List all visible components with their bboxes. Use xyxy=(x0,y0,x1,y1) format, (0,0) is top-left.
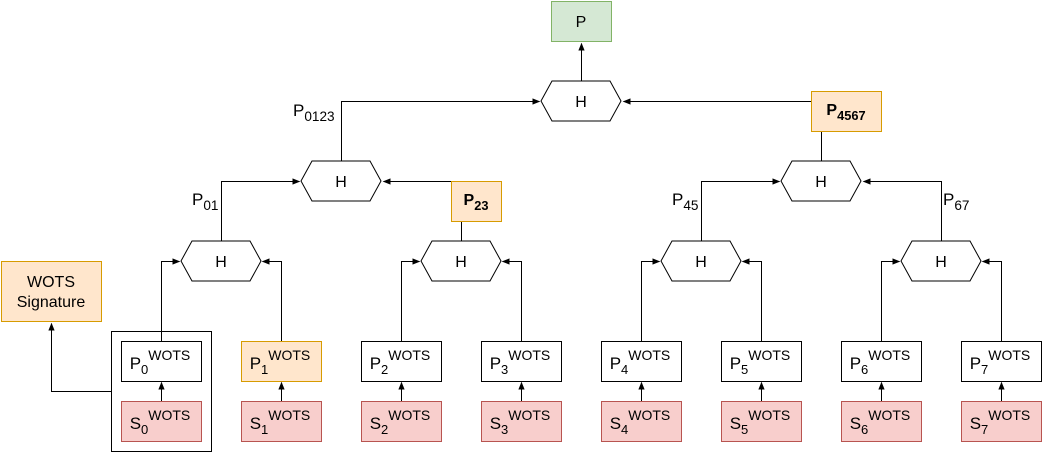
secret-key-box xyxy=(361,401,442,442)
public-key-label: P1WOTS xyxy=(250,347,311,377)
hash-node-level1 xyxy=(420,240,502,282)
secret-key-box xyxy=(241,401,322,442)
intermediate-label: P67 xyxy=(943,190,969,213)
root-node-box xyxy=(551,1,612,42)
hash-node-level3 xyxy=(540,80,622,122)
hash-label: H xyxy=(815,174,827,191)
public-key-label: P3WOTS xyxy=(490,347,551,377)
secret-key-label: S4WOTS xyxy=(610,407,671,437)
secret-key-label: S0WOTS xyxy=(130,407,191,437)
leaf-to-hash-arrow xyxy=(641,258,661,342)
hash-node-level1 xyxy=(660,240,742,282)
hash-node-level1 xyxy=(900,240,982,282)
leaf-to-hash-arrow xyxy=(501,258,522,342)
wots-signature-box xyxy=(1,261,102,322)
public-key-label: P2WOTS xyxy=(370,347,431,377)
secret-key-label: S3WOTS xyxy=(490,407,551,437)
tree-labels: P0WOTS P1WOTS P2WOTS P3WOTS P4WOTS P5WOTS P6WO… xyxy=(17,14,1031,437)
auth-path-box-p23 xyxy=(451,181,502,222)
leaf-to-hash-arrow xyxy=(261,258,282,342)
hash-label: H xyxy=(935,254,947,271)
public-key-box xyxy=(601,341,682,382)
public-key-label: P0WOTS xyxy=(130,347,191,377)
hash-node-level1 xyxy=(180,240,262,282)
hash-label: H xyxy=(695,254,707,271)
public-key-box xyxy=(121,341,202,382)
public-key-box xyxy=(841,341,922,382)
secret-key-box xyxy=(481,401,562,442)
public-key-box xyxy=(361,341,442,382)
intermediate-label: P0123 xyxy=(293,101,335,124)
public-key-label: P5WOTS xyxy=(730,347,791,377)
public-key-box xyxy=(241,341,322,382)
intermediate-label: P01 xyxy=(192,190,218,213)
public-key-label: P7WOTS xyxy=(970,347,1031,377)
hash-to-hash-arrow xyxy=(701,178,781,242)
hash-to-hash-arrow xyxy=(341,98,541,162)
public-key-label: P4WOTS xyxy=(610,347,671,377)
hash-node-level2 xyxy=(780,160,862,202)
leaf-to-hash-arrow xyxy=(401,258,421,342)
auth-path-label: P23 xyxy=(464,192,489,213)
secret-key-label: S6WOTS xyxy=(850,407,911,437)
public-key-box xyxy=(961,341,1042,382)
hash-to-hash-arrow xyxy=(221,178,301,242)
hash-label: H xyxy=(575,94,587,111)
hash-label: H xyxy=(335,174,347,191)
public-key-label: P6WOTS xyxy=(850,347,911,377)
hash-node-level2 xyxy=(300,160,382,202)
secret-key-label: S2WOTS xyxy=(370,407,431,437)
tree-edges xyxy=(48,42,1005,402)
secret-key-box xyxy=(121,401,202,442)
hash-to-hash-arrow xyxy=(862,178,942,242)
hash-label: H xyxy=(455,254,467,271)
root-label: P xyxy=(576,14,587,31)
auth-path-box-p4567 xyxy=(811,91,882,132)
leaf-to-hash-arrow xyxy=(981,258,1002,342)
secret-key-box xyxy=(601,401,682,442)
leaf-to-hash-arrow xyxy=(161,258,181,342)
signature-output-arrow xyxy=(48,322,112,392)
public-key-box xyxy=(721,341,802,382)
hash-label: H xyxy=(215,254,227,271)
secret-key-box xyxy=(841,401,922,442)
leaf-to-hash-arrow xyxy=(741,258,762,342)
secret-key-label: S5WOTS xyxy=(730,407,791,437)
leaf-to-hash-arrow xyxy=(881,258,901,342)
public-key-box xyxy=(481,341,562,382)
intermediate-label: P45 xyxy=(672,190,698,213)
secret-key-box xyxy=(961,401,1042,442)
secret-key-label: S1WOTS xyxy=(250,407,311,437)
signing-leaf-frame xyxy=(111,331,212,452)
secret-key-label: S7WOTS xyxy=(970,407,1031,437)
auth-path-label: P4567 xyxy=(826,102,865,123)
secret-key-box xyxy=(721,401,802,442)
